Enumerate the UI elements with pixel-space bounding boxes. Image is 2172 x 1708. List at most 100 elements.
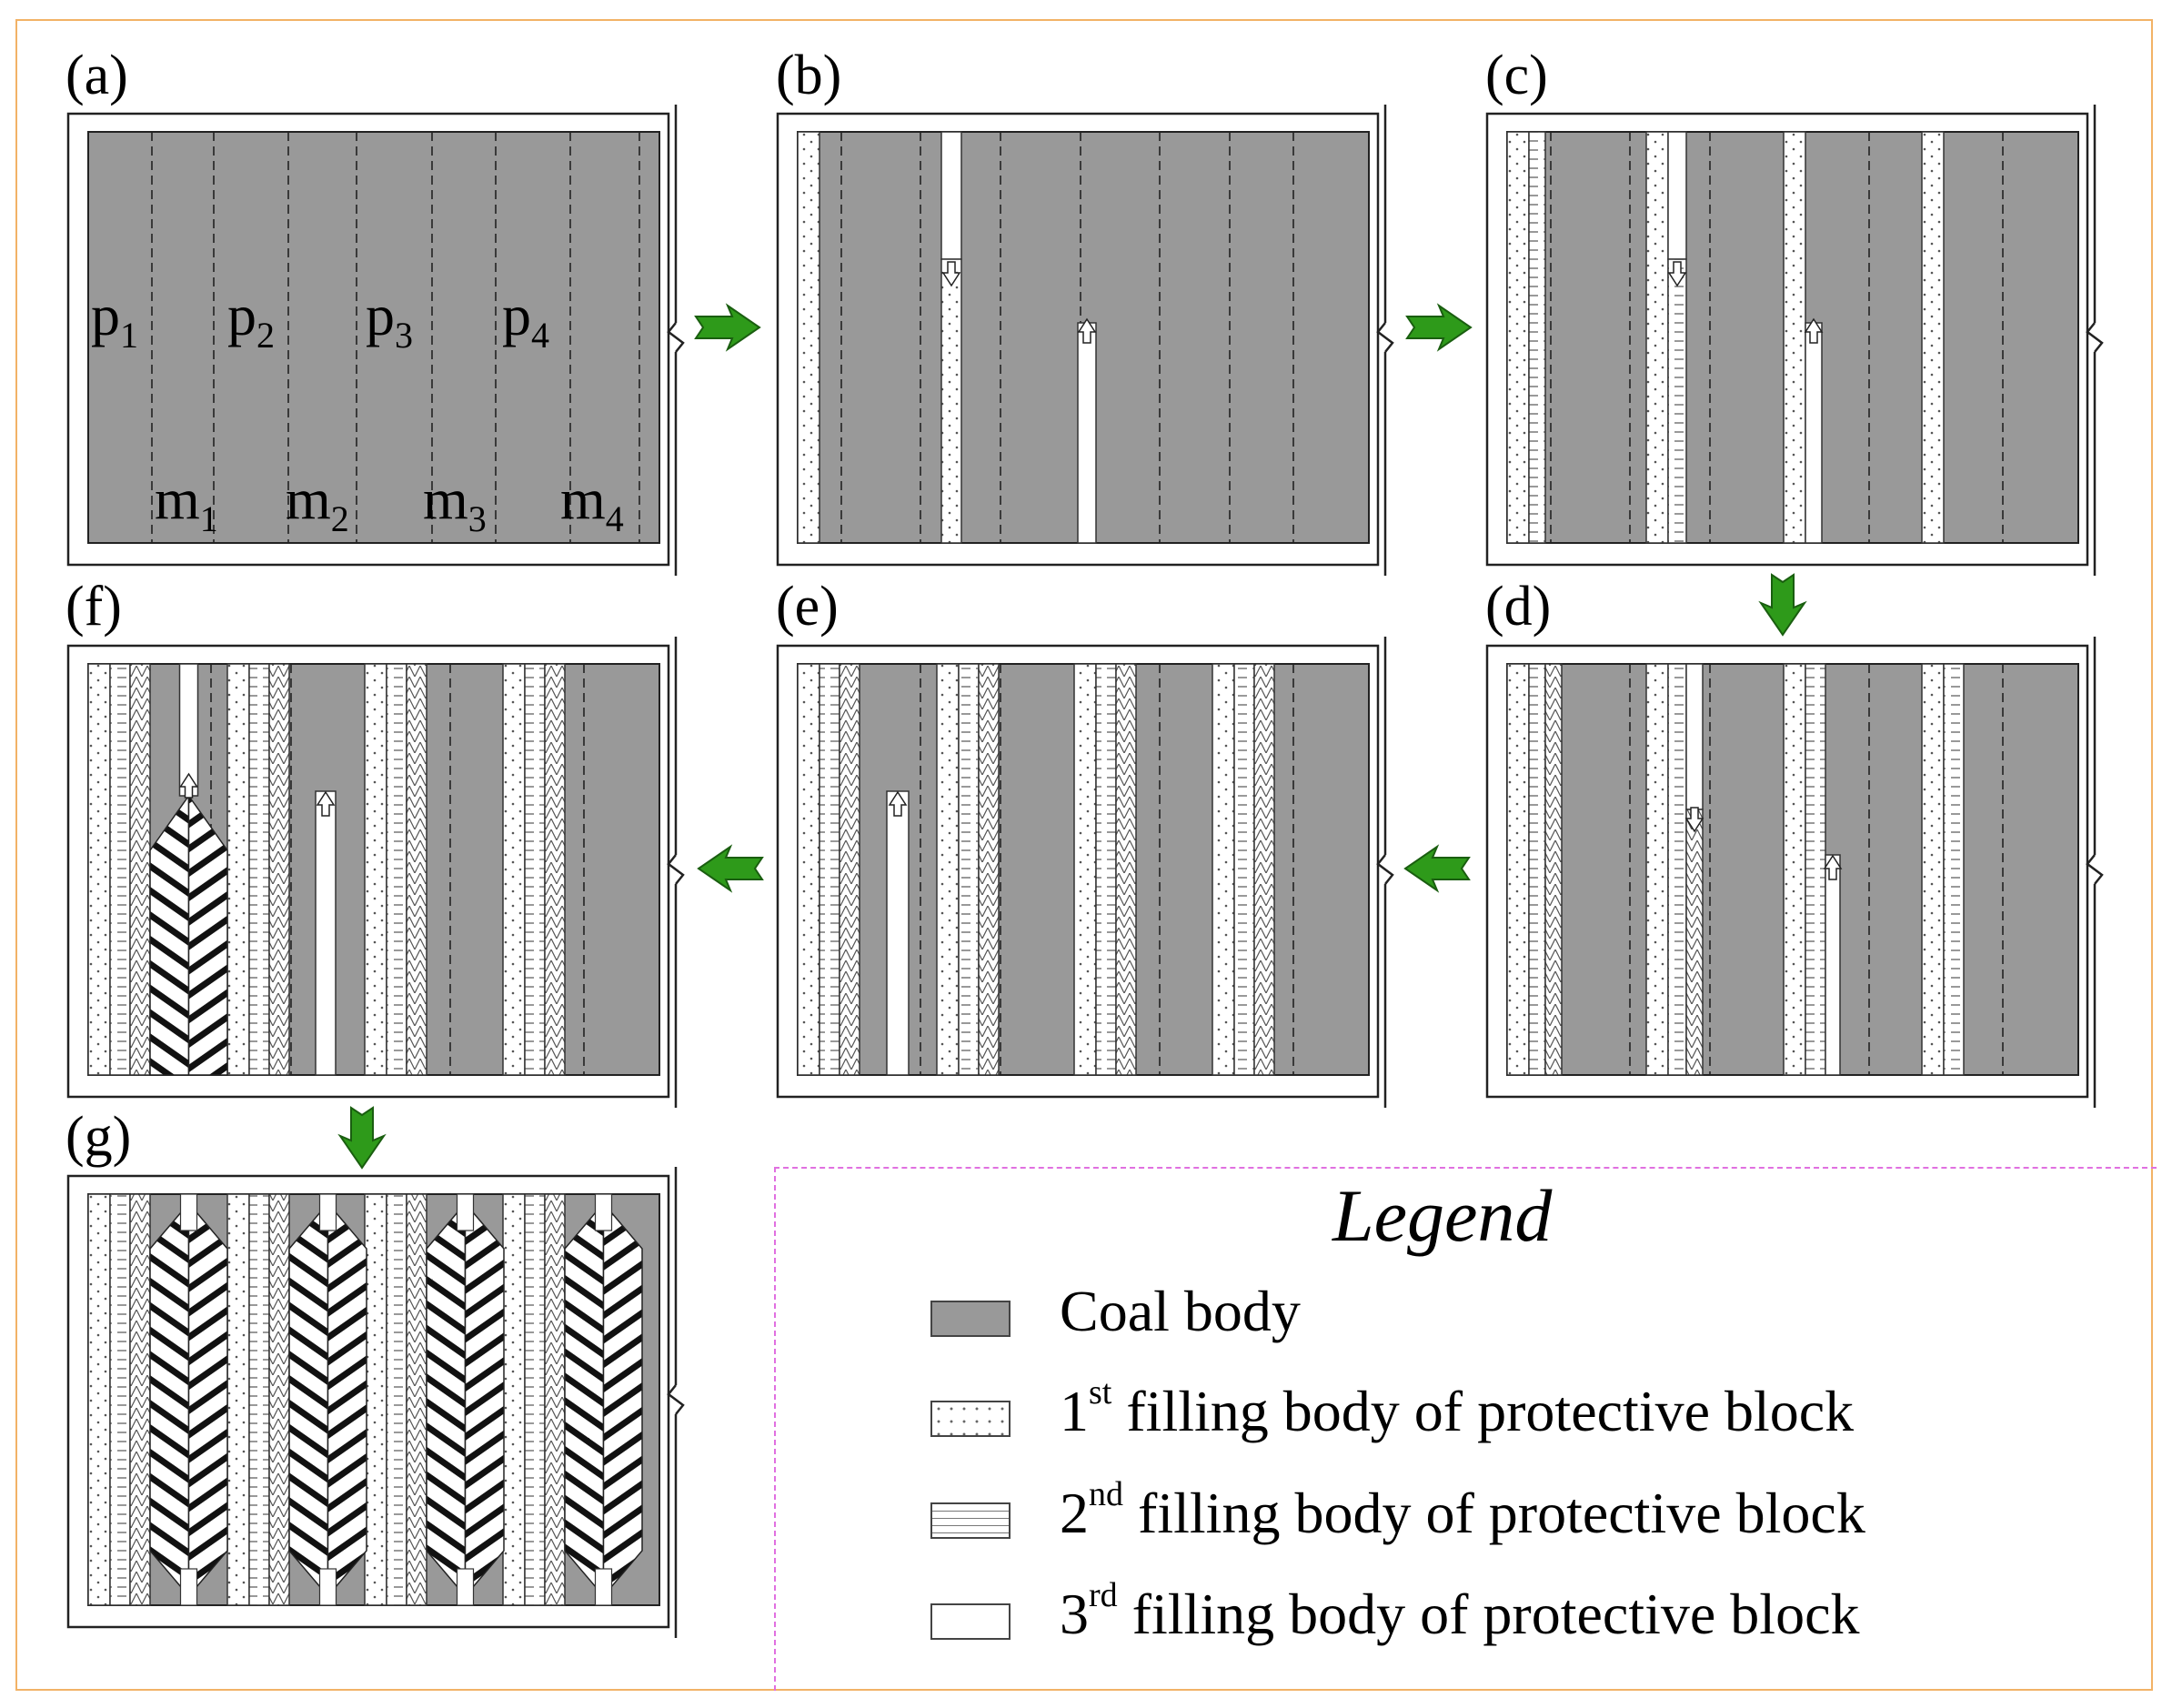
strip-f-fill1-1 — [226, 663, 250, 1076]
strip-f-fill3-2 — [406, 663, 427, 1076]
strip-g-fill3-0 — [129, 1193, 151, 1606]
break-zigzag-g — [667, 1384, 685, 1415]
panel-label-f: (f) — [65, 576, 122, 638]
strip-f-fill2-0 — [109, 663, 131, 1076]
strip-d-fill2-c — [1805, 663, 1826, 1076]
label-m3: m3 — [423, 467, 487, 539]
strip-c-fill1-c — [1783, 131, 1806, 544]
arrow-up-f-1 — [179, 772, 198, 799]
strip-f-fill2-2 — [386, 663, 407, 1076]
strip-g-hatch-right-1 — [327, 1201, 367, 1599]
arrow-up-c — [1804, 317, 1824, 344]
coal-area-a — [87, 131, 660, 544]
break-zigzag-f — [667, 854, 685, 885]
legend-label-fill2: 2nd filling body of protective block — [1060, 1475, 1865, 1545]
strip-f-fill1-3 — [502, 663, 526, 1076]
label-p4: p4 — [502, 283, 549, 356]
strip-g-fill3-3 — [544, 1193, 566, 1606]
strip-b-fill1-mid — [940, 258, 962, 544]
strip-f-fill1-2 — [364, 663, 387, 1076]
strip-g-fill2-0 — [109, 1193, 131, 1606]
arrow-up-b — [1077, 317, 1097, 344]
strip-e-fill2-1 — [958, 663, 980, 1076]
arrow-up-f-2 — [316, 790, 336, 817]
strip-g-void-bot-2 — [456, 1568, 475, 1606]
strip-d-fill1-b — [1645, 663, 1669, 1076]
strip-g-fill1-1 — [226, 1193, 250, 1606]
strip-g-fill3-2 — [406, 1193, 427, 1606]
strip-c-void-upper — [1667, 131, 1687, 260]
strip-d-void-lower — [1825, 854, 1841, 1076]
legend-swatch-coal — [930, 1301, 1011, 1337]
process-arrow-d-e — [1403, 844, 1471, 893]
strip-g-fill1-0 — [87, 1193, 111, 1606]
strip-e-fill3-2 — [1115, 663, 1137, 1076]
strip-g-hatch-left-1 — [288, 1201, 329, 1599]
strip-f-fill2-3 — [524, 663, 546, 1076]
strip-f-fill2-1 — [248, 663, 270, 1076]
strip-g-void-top-3 — [594, 1193, 613, 1231]
strip-g-hatch-left-3 — [564, 1201, 605, 1599]
strip-g-void-bot-3 — [594, 1568, 613, 1606]
strip-g-void-bot-1 — [318, 1568, 337, 1606]
strip-g-hatch-right-3 — [602, 1201, 643, 1599]
break-zigzag-b — [1376, 322, 1394, 353]
strip-d-fill1-a — [1506, 663, 1530, 1076]
strip-e-fill1-0 — [797, 663, 820, 1076]
strip-e-fill1-1 — [936, 663, 960, 1076]
strip-c-fill1-b — [1645, 131, 1669, 544]
strip-e-fill1-2 — [1073, 663, 1097, 1076]
strip-d-void-upper — [1685, 663, 1704, 810]
strip-b-void-upper — [940, 131, 962, 260]
strip-g-fill1-3 — [502, 1193, 526, 1606]
strip-d-fill2-b — [1667, 663, 1687, 1076]
arrow-down-c — [1667, 261, 1687, 287]
arrow-up-d — [1823, 854, 1843, 880]
strip-e-fill3-1 — [978, 663, 1000, 1076]
label-p2: p2 — [227, 283, 275, 356]
process-arrow-b-c — [1405, 303, 1473, 352]
strip-e-fill3-0 — [839, 663, 860, 1076]
strip-g-hatch-left-0 — [149, 1201, 190, 1599]
strip-g-void-bot-0 — [179, 1568, 198, 1606]
break-zigzag-d — [2086, 854, 2104, 885]
legend-label-fill1: 1st filling body of protective block — [1060, 1373, 1855, 1443]
strip-g-hatch-right-0 — [187, 1201, 228, 1599]
arrow-down-d — [1684, 807, 1704, 833]
strip-e-fill1-3 — [1212, 663, 1235, 1076]
strip-g-void-top-1 — [318, 1193, 337, 1231]
break-zigzag-c — [2086, 322, 2104, 353]
panel-label-c: (c) — [1485, 45, 1548, 106]
strip-d-fill3-b — [1685, 809, 1704, 1076]
strip-b-fill1-left — [797, 131, 820, 544]
process-arrow-c-d — [1758, 573, 1807, 637]
panel-label-b: (b) — [776, 45, 842, 106]
strip-b-void-lower — [1077, 322, 1097, 544]
panel-label-e: (e) — [776, 576, 839, 638]
strip-f-fill1-0 — [87, 663, 111, 1076]
panel-label-a: (a) — [65, 45, 128, 106]
label-p3: p3 — [366, 283, 413, 356]
strip-f-void-lower — [315, 790, 337, 1076]
strip-f-fill3-1 — [268, 663, 290, 1076]
strip-f-fill3-3 — [544, 663, 566, 1076]
strip-e-fill2-2 — [1095, 663, 1117, 1076]
strip-c-fill1-a — [1506, 131, 1530, 544]
strip-e-fill2-3 — [1233, 663, 1255, 1076]
label-p1: p1 — [91, 283, 138, 356]
strip-c-void-lower — [1805, 322, 1823, 544]
strip-g-fill3-1 — [268, 1193, 290, 1606]
label-m4: m4 — [560, 467, 624, 539]
legend-title: Legend — [1332, 1174, 1553, 1257]
legend-swatch-fill2 — [930, 1502, 1011, 1539]
strip-c-fill1-d — [1921, 131, 1945, 544]
break-zigzag-e — [1376, 854, 1394, 885]
legend-swatch-fill3 — [930, 1603, 1011, 1640]
strip-g-hatch-right-2 — [464, 1201, 505, 1599]
break-zigzag-a — [667, 322, 685, 353]
strip-g-void-top-0 — [179, 1193, 198, 1231]
process-arrow-e-f — [697, 844, 764, 893]
legend-swatch-fill1 — [930, 1401, 1011, 1437]
legend-box — [774, 1167, 2157, 1691]
